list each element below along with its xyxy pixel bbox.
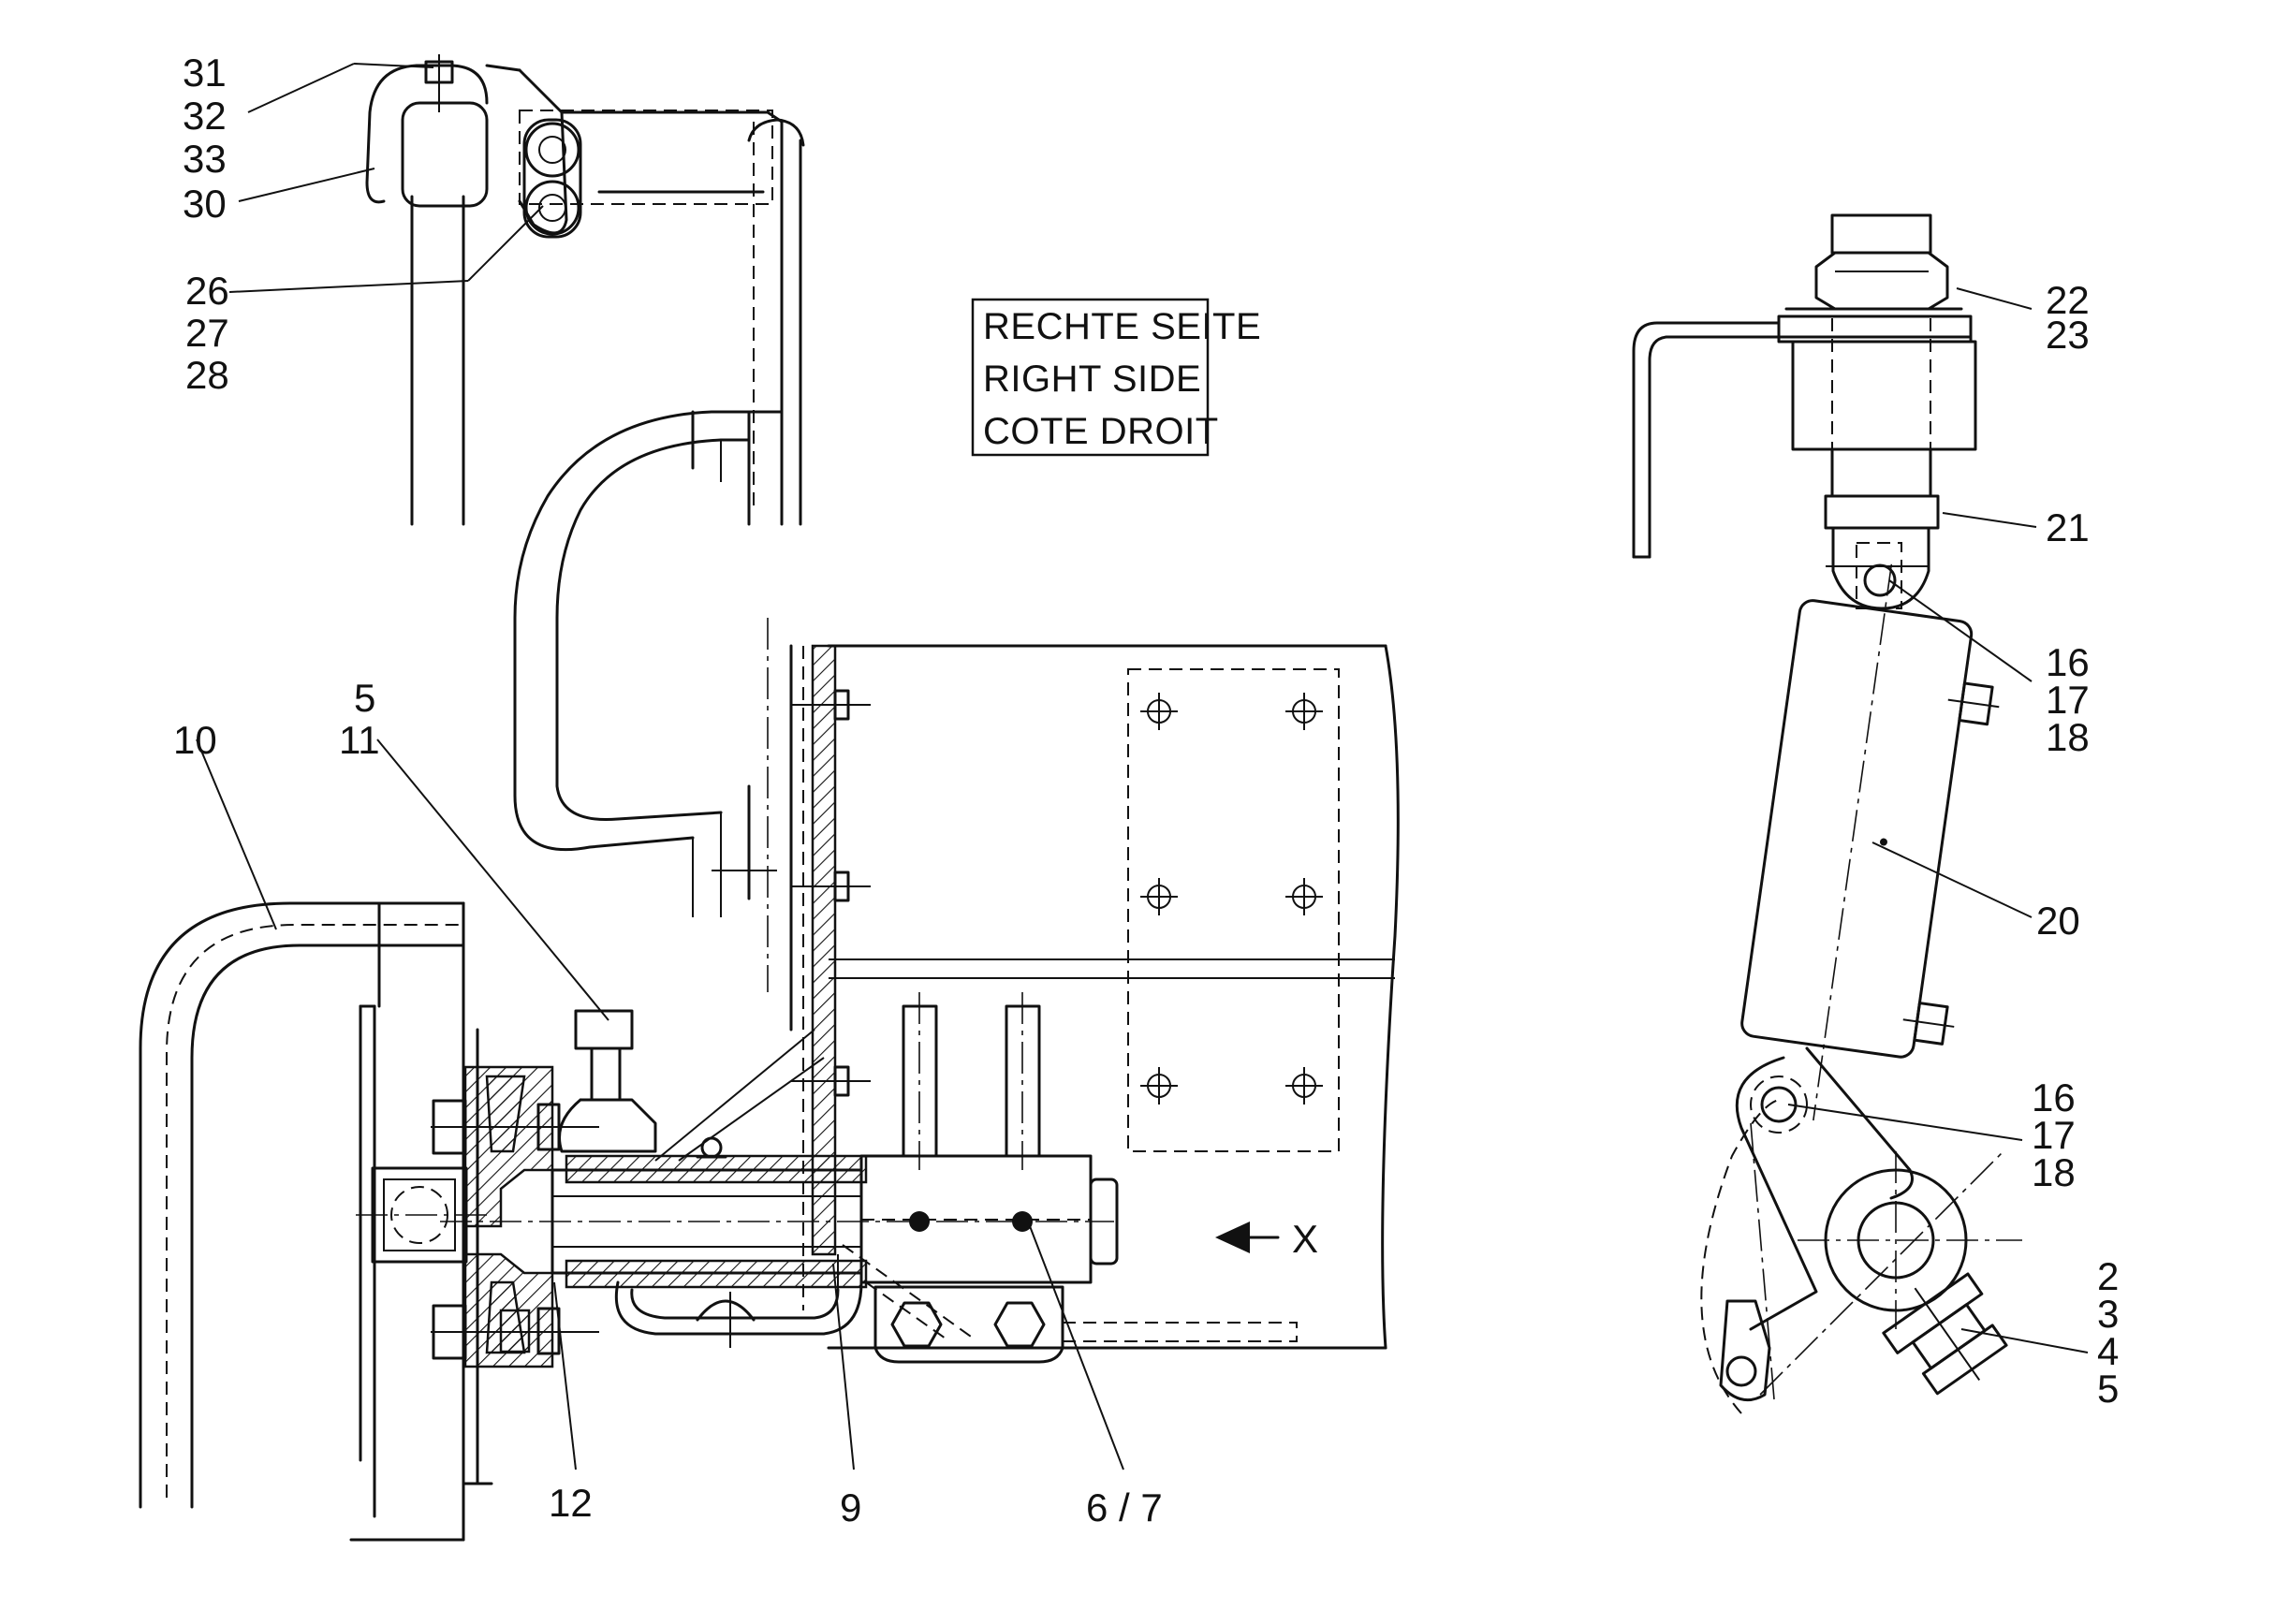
callout-9: 9	[840, 1485, 861, 1529]
callout-5b: 5	[2097, 1367, 2119, 1411]
callout-26: 26	[185, 269, 229, 313]
callout-17: 17	[2046, 678, 2090, 722]
callout-21: 21	[2046, 505, 2090, 549]
flange-bolt	[431, 1099, 599, 1155]
callout-18: 18	[2046, 715, 2090, 759]
callout-31: 31	[183, 51, 227, 95]
callout-labels: 31 32 33 30 26 27 28 5 11 10 12 9 6 / 7 …	[173, 51, 2119, 1529]
callout-32: 32	[183, 94, 227, 138]
pivot-bearing-assembly: X	[356, 992, 1318, 1368]
mounting-hole	[1285, 693, 1323, 730]
mounting-hole	[1140, 878, 1178, 915]
side-label-line1: RECHTE SEITE	[983, 306, 1261, 347]
callout-20: 20	[2036, 899, 2080, 943]
callout-16b: 16	[2032, 1075, 2076, 1119]
callout-2: 2	[2097, 1254, 2119, 1298]
view-arrow-label: X	[1292, 1217, 1318, 1261]
callout-30: 30	[183, 182, 227, 226]
mounting-hole	[1140, 693, 1178, 730]
side-label-line2: RIGHT SIDE	[983, 358, 1201, 400]
callout-6-7: 6 / 7	[1086, 1485, 1163, 1529]
callout-18b: 18	[2032, 1150, 2076, 1194]
callout-11: 11	[339, 718, 380, 762]
callout-17b: 17	[2032, 1113, 2076, 1157]
callout-4: 4	[2097, 1329, 2119, 1373]
callout-28: 28	[185, 353, 229, 397]
callout-12: 12	[549, 1481, 593, 1525]
callout-10: 10	[173, 718, 217, 762]
callout-3: 3	[2097, 1292, 2119, 1336]
mounting-hole	[1285, 878, 1323, 915]
handle-tube	[139, 901, 493, 1542]
callout-5: 5	[354, 676, 375, 720]
top-left-clamp-assembly	[365, 54, 805, 917]
side-label-box: RECHTE SEITE RIGHT SIDE COTE DROIT	[971, 298, 1261, 457]
angle-bolt	[791, 1065, 871, 1097]
callout-27: 27	[185, 311, 229, 355]
leader-lines	[196, 63, 2089, 1470]
angle-bolt	[791, 871, 871, 902]
angle-bolt	[791, 689, 871, 721]
main-mounting-plate	[767, 618, 1400, 1350]
callout-16: 16	[2046, 640, 2090, 684]
callout-22: 22	[2046, 278, 2090, 322]
mounting-hole	[1140, 1067, 1178, 1105]
callout-23: 23	[2046, 313, 2090, 357]
right-cylinder-assembly	[1632, 213, 2022, 1414]
mounting-hole	[1285, 1067, 1323, 1105]
side-label-line3: COTE DROIT	[983, 411, 1219, 452]
flange-bolt	[431, 1304, 599, 1360]
callout-33: 33	[183, 137, 227, 181]
